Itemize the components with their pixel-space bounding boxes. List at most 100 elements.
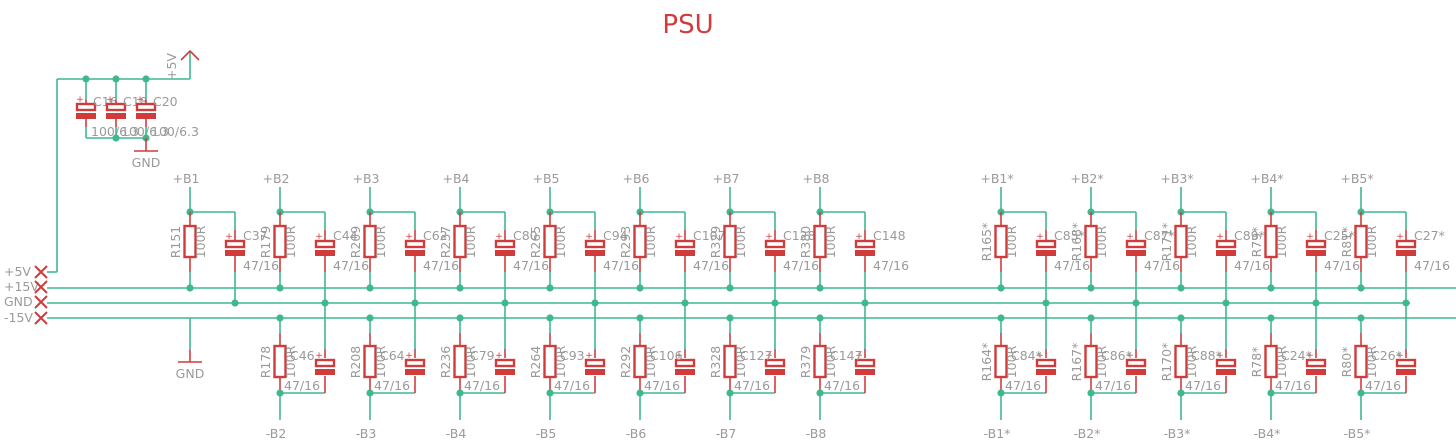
capacitor-plate-positive <box>224 239 246 249</box>
sheet-title: PSU <box>662 10 713 40</box>
capacitor-c26*[interactable]: + <box>1395 351 1417 375</box>
resistor-value: 100R <box>553 225 568 258</box>
capacitor-plate-positive <box>1125 239 1147 249</box>
polarity-plus-icon: + <box>76 95 84 105</box>
resistor-name: R236 <box>438 346 453 379</box>
capacitor-plate-negative <box>136 113 156 119</box>
ground-label: GND <box>176 366 205 381</box>
polarity-plus-icon: + <box>1216 232 1224 242</box>
capacitor-c89*[interactable]: + <box>1215 232 1237 256</box>
capacitor-name: C79 <box>470 348 495 363</box>
net-label-positive: +B6 <box>622 171 649 186</box>
junction-dot <box>366 284 374 292</box>
capacitor-plate-positive <box>764 358 786 368</box>
polarity-plus-icon: + <box>106 95 114 105</box>
capacitor-c88*[interactable]: + <box>1215 351 1237 375</box>
capacitor-c79[interactable]: + <box>494 351 516 375</box>
connector-15v[interactable]: -15V <box>4 310 48 325</box>
resistor-value: 100R <box>1184 345 1199 378</box>
resistor-value: 100R <box>1094 225 1109 258</box>
net-label-positive: +B5* <box>1340 171 1373 186</box>
resistor-value: 100R <box>463 345 478 378</box>
capacitor-name: C24* <box>1281 348 1312 363</box>
capacitor-plate-positive <box>494 358 516 368</box>
polarity-plus-icon: + <box>495 232 503 242</box>
capacitor-value: 47/16 <box>873 258 909 273</box>
capacitor-plate-positive <box>854 358 876 368</box>
resistor-value: 100R <box>553 345 568 378</box>
capacitor-c44[interactable]: + <box>314 232 336 256</box>
capacitor-c84*[interactable]: + <box>1035 351 1057 375</box>
net-label-negative: -B2 <box>266 426 287 441</box>
connector-label: -15V <box>4 310 33 325</box>
junction-dot <box>276 284 284 292</box>
capacitor-value: 47/16 <box>1005 378 1041 393</box>
capacitor-c62[interactable]: + <box>404 232 426 256</box>
capacitor-plate-negative <box>225 250 245 256</box>
capacitor-value: 47/16 <box>1414 258 1450 273</box>
capacitor-value: 47/16 <box>423 258 459 273</box>
polarity-plus-icon: + <box>855 351 863 361</box>
polarity-plus-icon: + <box>675 351 683 361</box>
capacitor-plate-positive <box>105 102 127 112</box>
capacitor-c37[interactable]: + <box>224 232 246 256</box>
capacitor-value: 47/16 <box>644 378 680 393</box>
capacitor-plate-negative <box>1216 369 1236 375</box>
capacitor-c86*[interactable]: + <box>1125 351 1147 375</box>
capacitor-c93[interactable]: + <box>584 351 606 375</box>
capacitor-c80[interactable]: + <box>494 232 516 256</box>
capacitor-c94[interactable]: + <box>584 232 606 256</box>
polarity-plus-icon: + <box>1126 232 1134 242</box>
capacitor-plate-positive <box>1035 239 1057 249</box>
capacitor-plate-negative <box>76 113 96 119</box>
capacitor-c20[interactable]: + <box>135 95 157 119</box>
resistor-name: R78* <box>1249 347 1264 378</box>
capacitor-c107[interactable]: + <box>674 232 696 256</box>
capacitor-c27*[interactable]: + <box>1395 232 1417 256</box>
net-label-positive: +B1 <box>172 171 199 186</box>
connector-5v[interactable]: +5V <box>4 264 48 279</box>
capacitor-c128[interactable]: + <box>764 232 786 256</box>
polarity-plus-icon: + <box>405 232 413 242</box>
capacitor-value: 100/6.3 <box>151 124 199 139</box>
capacitor-c25*[interactable]: + <box>1305 232 1327 256</box>
capacitor-c148[interactable]: + <box>854 232 876 256</box>
capacitor-name: C80 <box>513 228 538 243</box>
resistor-name: R79* <box>1249 227 1264 258</box>
capacitor-c147[interactable]: + <box>854 351 876 375</box>
capacitor-c24*[interactable]: + <box>1305 351 1327 375</box>
resistor-name: R170* <box>1159 343 1174 382</box>
capacitor-c85*[interactable]: + <box>1035 232 1057 256</box>
capacitor-value: 47/16 <box>1234 258 1270 273</box>
resistor-value: 100R <box>283 225 298 258</box>
resistor-name: R379 <box>798 346 813 379</box>
capacitor-plate-positive <box>314 358 336 368</box>
resistor-name: R292 <box>618 346 633 379</box>
junction-dot <box>1087 284 1095 292</box>
junction-dot <box>546 284 554 292</box>
resistor-name: R265 <box>528 226 543 259</box>
capacitor-name: C62 <box>423 228 448 243</box>
capacitor-name: C106 <box>650 348 683 363</box>
polarity-plus-icon: + <box>585 351 593 361</box>
capacitor-plate-negative <box>855 250 875 256</box>
capacitor-plate-negative <box>765 250 785 256</box>
resistor-name: R151 <box>168 226 183 259</box>
net-label-negative: -B8 <box>806 426 827 441</box>
junction-dot <box>726 284 734 292</box>
capacitor-c64[interactable]: + <box>404 351 426 375</box>
capacitor-name: C44 <box>333 228 358 243</box>
capacitor-c46[interactable]: + <box>314 351 336 375</box>
capacitor-c127[interactable]: + <box>764 351 786 375</box>
polarity-plus-icon: + <box>315 351 323 361</box>
capacitor-c18[interactable]: + <box>105 95 127 119</box>
connector-gnd[interactable]: GND <box>4 294 48 309</box>
capacitor-c106[interactable]: + <box>674 351 696 375</box>
capacitor-plate-negative <box>1126 369 1146 375</box>
connector-15v[interactable]: +15V <box>4 279 48 294</box>
capacitor-c16[interactable]: + <box>75 95 97 119</box>
capacitor-c87*[interactable]: + <box>1125 232 1147 256</box>
